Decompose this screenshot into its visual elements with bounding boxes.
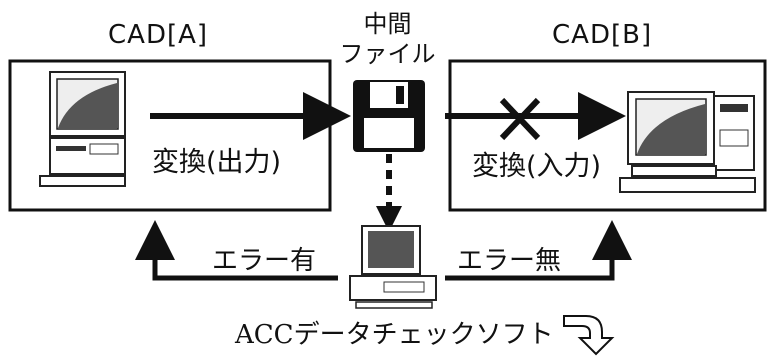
error-present-arrow (135, 220, 338, 281)
cad-b-box (448, 59, 767, 212)
cross-mark-icon (499, 97, 541, 141)
desktop-computer-icon (349, 225, 437, 309)
desktop-computer-icon (39, 71, 126, 187)
cad-a-convert-label: 変換(出力) (152, 147, 282, 178)
cad-b-convert-label: 変換(入力) (472, 151, 602, 182)
checker-software-label: ACCデータチェックソフト (235, 320, 554, 350)
cad-a-title: CAD[A] (108, 20, 209, 50)
intermediate-file-line2: ファイル (339, 40, 436, 68)
desktop-computer-icon (619, 91, 756, 193)
intermediate-file-line1: 中間 (363, 10, 412, 38)
floppy-disk-icon (353, 80, 425, 152)
check-arrow (376, 154, 402, 232)
cad-b-title: CAD[B] (552, 20, 653, 50)
error-present-label: エラー有 (212, 246, 317, 276)
intermediate-file-label: 中間 ファイル (325, 9, 450, 69)
error-absent-label: エラー無 (457, 246, 562, 276)
error-absent-arrow (445, 220, 632, 281)
curved-arrow-icon (563, 315, 615, 356)
